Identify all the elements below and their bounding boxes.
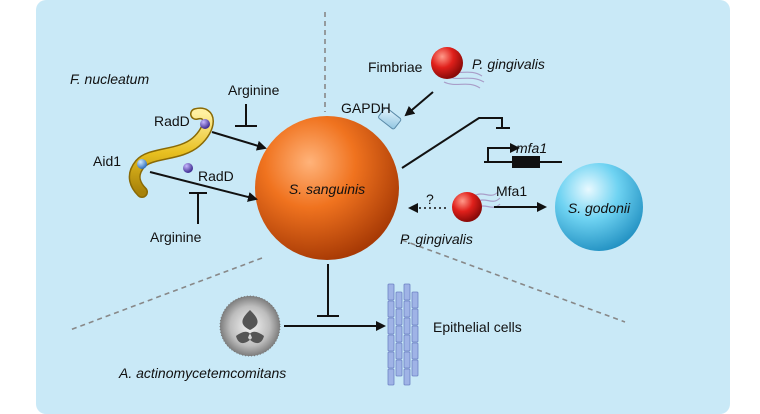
epithelial-cell (403, 351, 411, 369)
epithelial-cell (387, 334, 395, 352)
s-godonii-sphere (555, 163, 643, 251)
arrow-fn-radd-top (211, 131, 267, 151)
epithelial-cell (387, 351, 395, 369)
mfa1-label: Mfa1 (496, 183, 527, 199)
s-godonii-label: S. godonii (568, 200, 631, 216)
arrow-pg-fimbriae (404, 91, 434, 117)
mfa1-gene-box (512, 156, 540, 168)
epithelial-cell (411, 291, 419, 309)
unknown-mark: ? (426, 191, 434, 207)
aid1-label: Aid1 (93, 153, 121, 169)
epithelial-label: Epithelial cells (433, 319, 522, 335)
p-gingivalis-top-sphere (431, 47, 463, 79)
epithelial-cell (395, 308, 403, 326)
a-actino-core (236, 310, 264, 344)
radd-dot-top (200, 119, 210, 129)
epithelial-cell (403, 317, 411, 335)
radd-dot-bottom (183, 163, 193, 173)
epithelial-cell (411, 308, 419, 326)
aid1-dot (137, 159, 147, 169)
epithelial-cell (403, 300, 411, 318)
radd-label-bottom: RadD (198, 168, 234, 184)
epithelial-cell (411, 359, 419, 377)
fimbriae-label: Fimbriae (368, 59, 423, 75)
epithelial-cell (395, 342, 403, 360)
radd-label-top: RadD (154, 113, 190, 129)
epithelial-cell (411, 325, 419, 343)
fimbria-3 (443, 81, 481, 89)
gapdh-receptor (378, 107, 402, 130)
fimbria-4 (473, 191, 499, 197)
s-sanguinis-sphere (255, 116, 399, 260)
arrow-fn-aid1 (149, 171, 258, 202)
promoter-arrow (487, 143, 520, 162)
divider-bottom-left (69, 257, 263, 331)
epithelial-cell (403, 334, 411, 352)
epithelial-cell (387, 300, 395, 318)
epithelial-cell (387, 283, 395, 301)
epithelial-cells (387, 283, 419, 386)
mfa1-gene-label: mfa1 (516, 140, 547, 156)
epithelial-cell (387, 317, 395, 335)
f-nucleatum-label: F. nucleatum (70, 71, 149, 87)
epithelial-cell (395, 359, 403, 377)
p-gingivalis-bottom-label: P. gingivalis (400, 231, 473, 247)
epithelial-cell (395, 325, 403, 343)
p-gingivalis-top-label: P. gingivalis (472, 56, 545, 72)
epithelial-cell (411, 342, 419, 360)
gapdh-label: GAPDH (341, 100, 391, 116)
regulation-line (401, 117, 503, 169)
divider-bottom-right (401, 239, 626, 323)
epithelial-cell (395, 291, 403, 309)
arginine-label-top: Arginine (228, 82, 280, 98)
epithelial-cell (387, 368, 395, 386)
arginine-label-bottom: Arginine (150, 229, 202, 245)
p-gingivalis-bottom-sphere (452, 192, 482, 222)
a-actino-texture (219, 295, 281, 357)
epithelial-cell (403, 283, 411, 301)
s-sanguinis-label: S. sanguinis (289, 181, 365, 197)
a-actino-label: A. actinomycetemcomitans (118, 365, 286, 381)
epithelial-cell (403, 368, 411, 386)
